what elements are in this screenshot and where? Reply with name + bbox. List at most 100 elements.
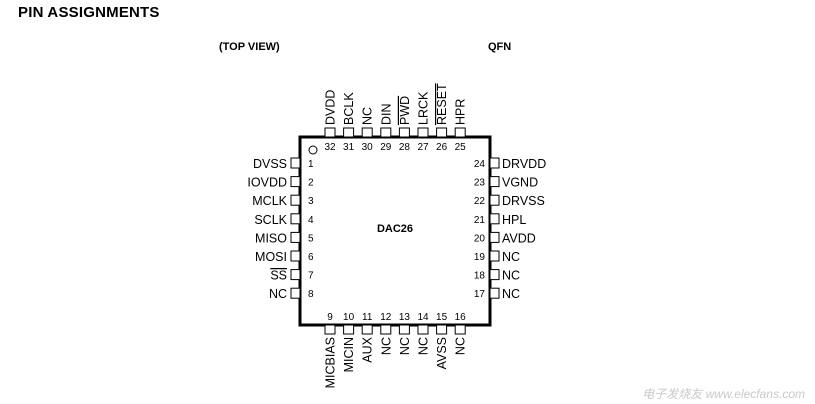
pin-16-name: NC	[454, 337, 468, 355]
pin-6-lead	[290, 250, 301, 262]
pin-20-lead	[489, 231, 500, 243]
pin-2-number: 2	[308, 178, 314, 189]
pin-12-number: 12	[380, 312, 392, 323]
pin-26-lead	[436, 127, 448, 138]
pin-8-lead	[290, 287, 301, 299]
pin-27-name: LRCK	[417, 91, 431, 125]
chip-body	[298, 135, 492, 327]
pin-28-number: 28	[399, 142, 411, 153]
pin-15-name: AVSS	[435, 337, 449, 369]
pin-26-name: RESET	[435, 83, 449, 125]
watermark: 电子发烧友 www.elecfans.com	[642, 387, 805, 401]
pin-24-name: DRVDD	[502, 157, 546, 171]
pin-12-name: NC	[379, 337, 393, 355]
pin-20-number: 20	[474, 233, 486, 244]
pin-22-name: DRVSS	[502, 194, 545, 208]
pin-11-lead	[361, 324, 373, 335]
pin-20-name: AVDD	[502, 231, 536, 245]
pin-28-name: PWD	[398, 96, 412, 125]
pin-23-number: 23	[474, 178, 486, 189]
pin-27-number: 27	[417, 142, 429, 153]
pin-21-lead	[489, 213, 500, 225]
pin-31-number: 31	[343, 142, 355, 153]
pin-25-name: HPR	[454, 99, 468, 125]
pin-26-number: 26	[436, 142, 448, 153]
pin-29-name: DIN	[379, 103, 393, 125]
pin-17-name: NC	[502, 287, 520, 301]
pin-12-lead	[380, 324, 392, 335]
pin-8-name: NC	[269, 287, 287, 301]
pin-5-number: 5	[308, 233, 314, 244]
chip-label: DAC26	[377, 223, 413, 235]
pin-17-lead	[489, 287, 500, 299]
pin-13-lead	[398, 324, 410, 335]
pin-32-name: DVDD	[324, 90, 338, 125]
pin-30-number: 30	[362, 142, 374, 153]
pin-18-number: 18	[474, 271, 486, 282]
package-label: QFN	[488, 41, 512, 53]
pin-17-number: 17	[474, 289, 486, 300]
pin-10-number: 10	[343, 312, 355, 323]
pin-3-lead	[290, 194, 301, 206]
pin-18-name: NC	[502, 269, 520, 283]
pin-29-number: 29	[380, 142, 392, 153]
pin-1-number: 1	[308, 159, 314, 170]
pin-6-number: 6	[308, 252, 314, 263]
view-label: (TOP VIEW)	[219, 41, 280, 53]
pin-3-number: 3	[308, 196, 314, 207]
pin-25-number: 25	[455, 142, 467, 153]
pin-28-lead	[398, 127, 410, 138]
pin-10-lead	[343, 324, 355, 335]
pin-14-number: 14	[417, 312, 429, 323]
pin-21-name: HPL	[502, 213, 526, 227]
pin-16-number: 16	[455, 312, 467, 323]
pin-9-name: MICBIAS	[324, 337, 338, 388]
pin-24-lead	[489, 157, 500, 169]
pin-7-name: SS	[270, 269, 287, 283]
pin-7-lead	[290, 269, 301, 281]
pin-25-lead	[454, 127, 466, 138]
pin-11-name: AUX	[361, 336, 375, 362]
pin-13-name: NC	[398, 337, 412, 355]
pin-23-lead	[489, 176, 500, 188]
pin-8-number: 8	[308, 289, 314, 300]
pin-24-number: 24	[474, 159, 486, 170]
pin-27-lead	[417, 127, 429, 138]
pin-21-number: 21	[474, 215, 486, 226]
pin-19-number: 19	[474, 252, 486, 263]
pin-15-lead	[436, 324, 448, 335]
pin-13-number: 13	[399, 312, 411, 323]
page-title: PIN ASSIGNMENTS	[18, 4, 160, 21]
pin-30-name: NC	[361, 107, 375, 125]
pin-19-lead	[489, 250, 500, 262]
pin-1-name: DVSS	[253, 157, 287, 171]
pin-4-name: SCLK	[254, 213, 287, 227]
pin1-marker	[308, 145, 318, 155]
pin-30-lead	[361, 127, 373, 138]
pin-10-name: MICIN	[342, 337, 356, 372]
pin-2-name: IOVDD	[247, 176, 287, 190]
pin-18-lead	[489, 269, 500, 281]
pin-9-lead	[324, 324, 336, 335]
pin-15-number: 15	[436, 312, 448, 323]
pin-9-number: 9	[327, 312, 333, 323]
pin-19-name: NC	[502, 250, 520, 264]
pin-6-name: MOSI	[255, 250, 287, 264]
pin-14-name: NC	[417, 337, 431, 355]
pin-32-lead	[324, 127, 336, 138]
pin-1-lead	[290, 157, 301, 169]
pin-2-lead	[290, 176, 301, 188]
pin-3-name: MCLK	[252, 194, 287, 208]
pin-29-lead	[380, 127, 392, 138]
pin-31-name: BCLK	[342, 92, 356, 125]
pin-11-number: 11	[362, 312, 373, 323]
pin-5-name: MISO	[255, 231, 287, 245]
pin-23-name: VGND	[502, 176, 538, 190]
pin-4-number: 4	[308, 215, 314, 226]
pin-32-number: 32	[324, 142, 336, 153]
pin-22-number: 22	[474, 196, 486, 207]
pin-16-lead	[454, 324, 466, 335]
pin-4-lead	[290, 213, 301, 225]
